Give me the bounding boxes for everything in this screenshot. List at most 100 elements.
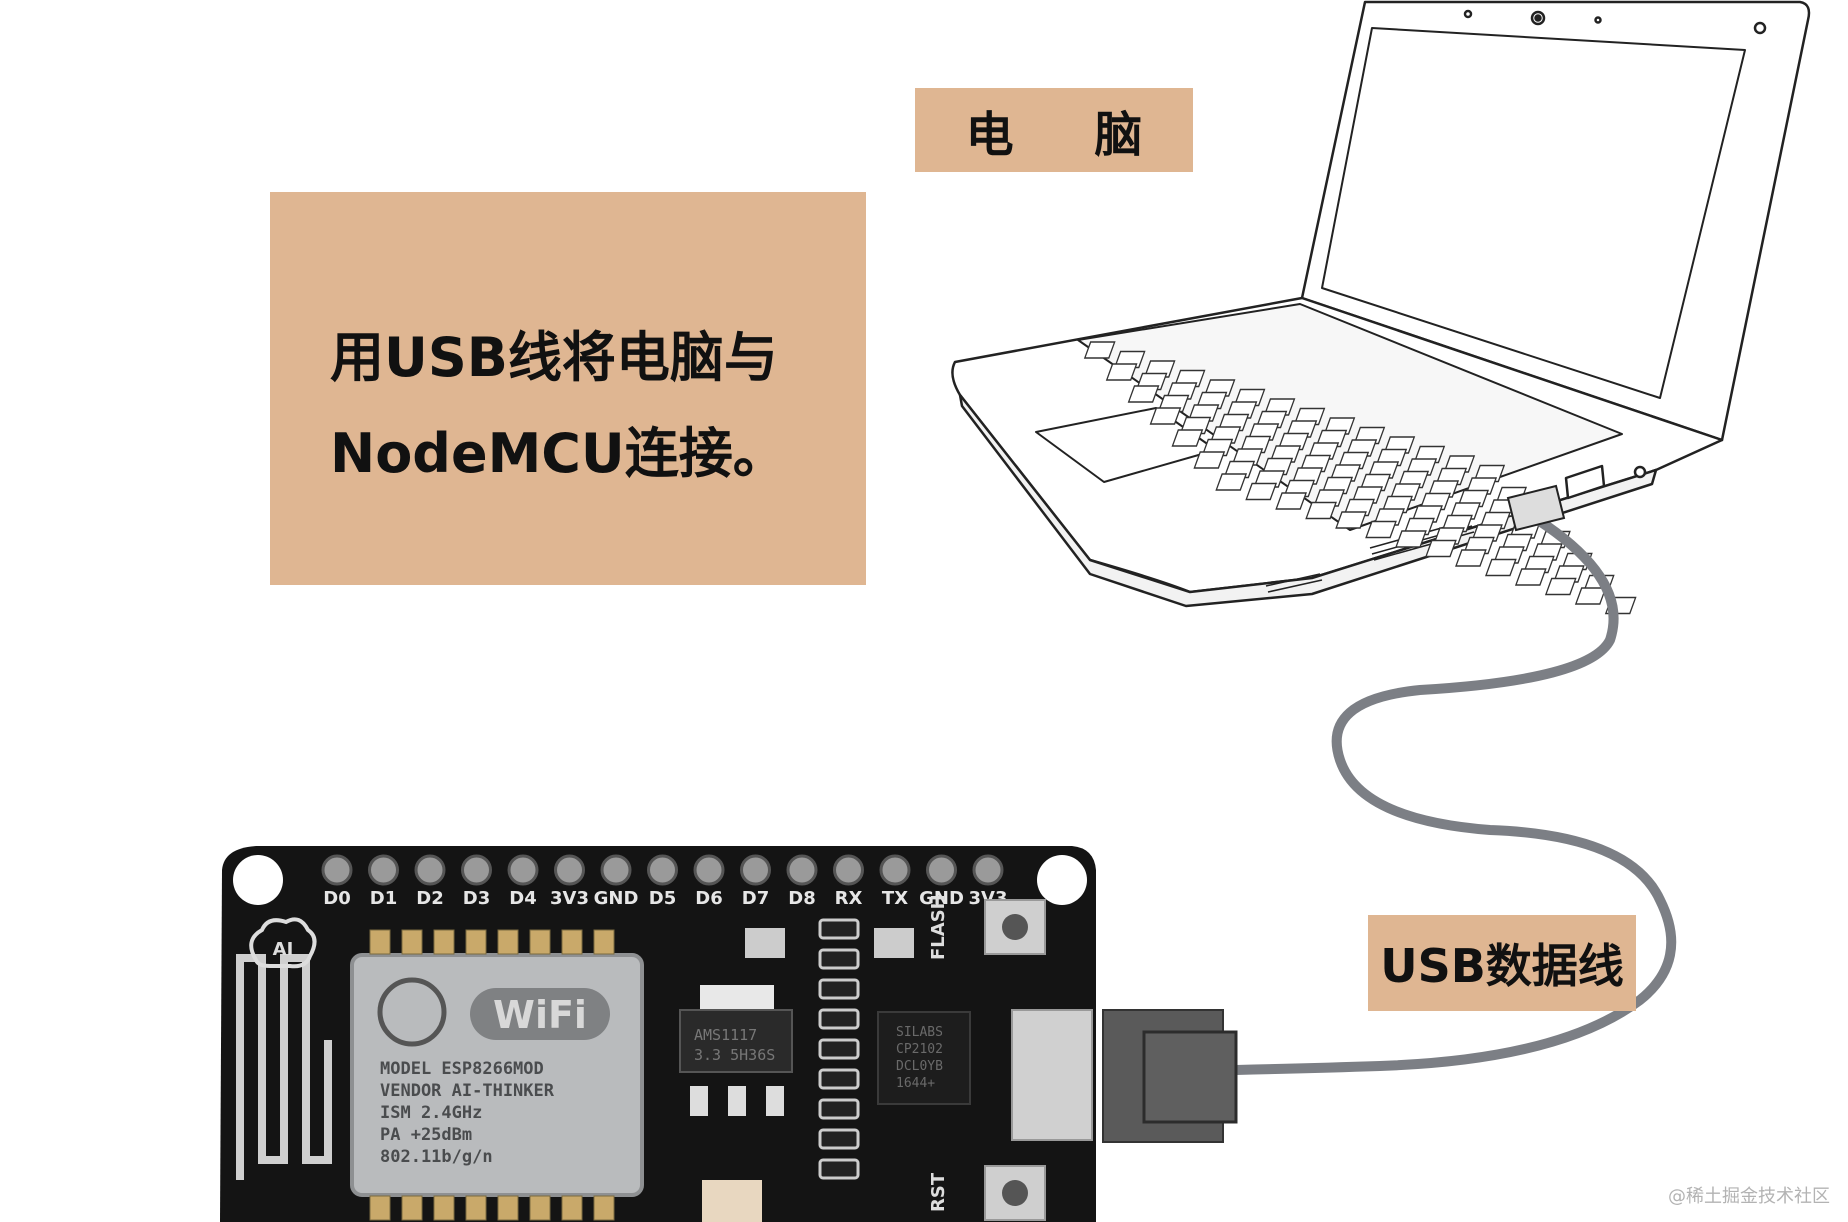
module-spec-text: MODEL ESP8266MOD [380, 1059, 544, 1079]
keyboard-key [1215, 473, 1248, 491]
module-pad [593, 1195, 615, 1221]
pin-label: D5 [649, 888, 676, 909]
mount-hole [233, 855, 283, 905]
header-pin [740, 854, 771, 886]
smd-resistor [818, 1008, 860, 1030]
module-pad [401, 929, 423, 955]
wifi-antenna-trace [236, 954, 332, 1180]
wifi-badge [470, 988, 610, 1040]
rst-button: RST [928, 1165, 1046, 1221]
header-pin [414, 854, 446, 886]
header-pin [693, 854, 725, 886]
header-pin [786, 854, 818, 886]
pin-label: RX [835, 888, 863, 909]
micro-usb-port [1011, 1009, 1093, 1141]
module-spec-text: 802.11b/g/n [380, 1147, 493, 1167]
keyboard-key [1365, 520, 1397, 539]
wifi-badge-text: WiFi [493, 993, 587, 1037]
smd-resistor [818, 1128, 860, 1150]
ai-logo: AI [249, 917, 317, 969]
header-pin [972, 854, 1004, 886]
pin-label: D2 [416, 888, 443, 909]
usb-plug-laptop [1506, 484, 1566, 532]
module-pad [529, 1195, 551, 1221]
rst-button-label: RST [928, 1172, 949, 1212]
module-pad [561, 1195, 583, 1221]
keyboard-key [1275, 492, 1307, 510]
regulator-text: 3.3 5H36S [694, 1046, 775, 1064]
smd-resistor [818, 1068, 860, 1090]
regulator-text: AMS1117 [694, 1026, 757, 1044]
keyboard-key [1395, 530, 1427, 548]
chip-text: CP2102 [896, 1042, 943, 1057]
ai-logo-text: AI [273, 939, 294, 960]
header-pin [600, 854, 632, 886]
keyboard-key [1425, 539, 1457, 558]
keyboard-key [1305, 501, 1337, 520]
chip-text: DCL0YB [896, 1059, 943, 1074]
keyboard-key [1455, 549, 1487, 567]
keyboard-key [1149, 407, 1182, 425]
pin-label: GND [594, 888, 639, 909]
module-pad [433, 1195, 455, 1221]
watermark: @稀土掘金技术社区 [1668, 1186, 1830, 1207]
module-pad [561, 929, 583, 955]
header-pin [507, 854, 539, 886]
keyboard-key [1171, 429, 1204, 447]
module-pad [497, 929, 519, 955]
header-pin [554, 854, 585, 886]
chip-text: SILABS [896, 1025, 943, 1040]
keyboard-key [1485, 558, 1517, 577]
mount-hole [1037, 855, 1087, 905]
keyboard-key [1544, 577, 1577, 596]
keyboard-key [1083, 341, 1116, 359]
pin-label: D8 [788, 888, 815, 909]
smd-resistor [818, 1098, 860, 1120]
pin-label: D6 [695, 888, 722, 909]
smd-resistor [818, 948, 860, 970]
header-pin [321, 854, 353, 886]
usb-plug-board [1102, 1009, 1238, 1143]
module-pad [497, 1195, 519, 1221]
header-pin [461, 854, 492, 886]
module-spec-text: ISM 2.4GHz [380, 1103, 482, 1123]
smd-resistor [818, 918, 860, 940]
keyboard-key [1127, 385, 1160, 403]
ai-mark-icon [377, 977, 447, 1047]
pin-label: 3V3 [550, 888, 589, 909]
computer-label: 电 脑 [915, 88, 1193, 172]
keyboard-key [1245, 482, 1278, 501]
header-pin [368, 854, 399, 886]
module-pad [369, 1195, 391, 1221]
module-spec-text: PA +25dBm [380, 1125, 472, 1145]
keyboard-key [1105, 363, 1138, 381]
header-pin [926, 854, 957, 886]
header-pin [879, 854, 911, 886]
computer-label-text: 电 脑 [965, 107, 1175, 163]
voltage-regulator: AMS1117 3.3 5H36S [679, 985, 793, 1116]
smd-resistor [818, 1158, 860, 1180]
pin-label: D0 [323, 888, 350, 909]
module-pad [401, 1195, 423, 1221]
module-pad [465, 929, 487, 955]
pin-label: D1 [370, 888, 397, 909]
module-pad [433, 929, 455, 955]
module-spec-text: VENDOR AI-THINKER [380, 1081, 555, 1101]
module-pad [529, 929, 551, 955]
flash-button: FLASH [928, 894, 1046, 960]
module-pad [593, 929, 615, 955]
chip-text: 1644+ [896, 1076, 935, 1091]
smd-resistor [818, 978, 860, 1000]
pin-label: D7 [742, 888, 769, 909]
usb-cable-label-text: USB数据线 [1380, 939, 1624, 993]
header-pin [833, 854, 864, 886]
keyboard-key [1514, 568, 1547, 586]
flash-button-label: FLASH [928, 894, 949, 960]
instruction-box: 用USB线将电脑与 NodeMCU连接。 [270, 192, 866, 585]
pin-label: TX [882, 888, 908, 909]
instruction-line-1: 用USB线将电脑与 [330, 326, 778, 389]
